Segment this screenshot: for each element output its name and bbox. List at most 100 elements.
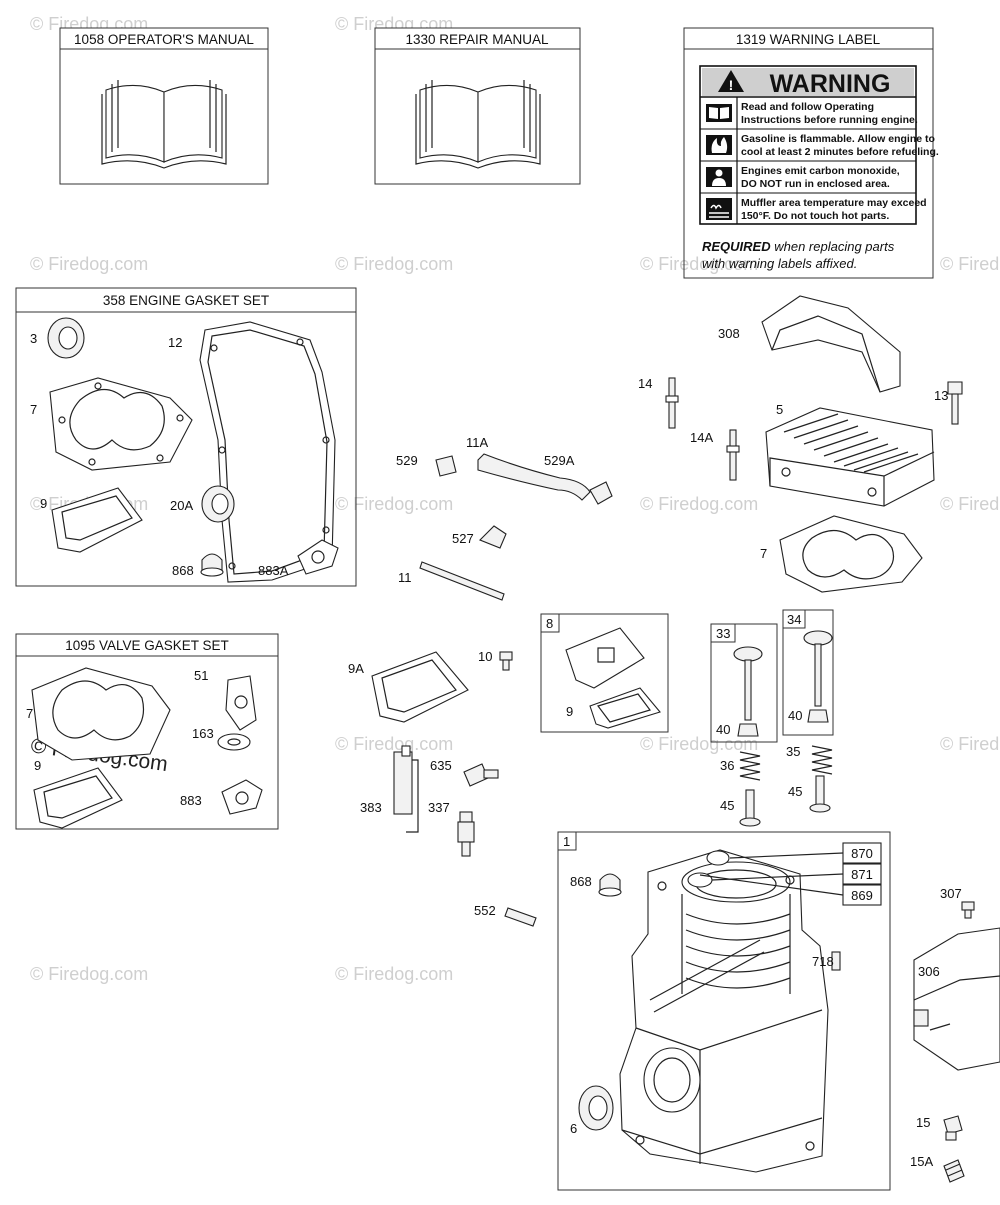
watermark: © Firedog.com bbox=[335, 494, 453, 514]
valve-seal-868 bbox=[200, 553, 224, 577]
head-bolt-13 bbox=[947, 381, 963, 425]
callout-7-head: 7 bbox=[760, 546, 767, 561]
cylinder-block bbox=[619, 849, 829, 1173]
watermark: © Firedog.com bbox=[640, 494, 758, 514]
callout-20a: 20A bbox=[170, 498, 193, 513]
callout-15: 15 bbox=[916, 1115, 930, 1130]
callout-1: 1 bbox=[563, 834, 570, 849]
callout-33: 33 bbox=[716, 626, 730, 641]
callout-306: 306 bbox=[918, 964, 940, 979]
gasket-163 bbox=[217, 733, 251, 751]
callout-45: 45 bbox=[720, 798, 734, 813]
callout-34: 34 bbox=[787, 612, 801, 627]
intake-gasket-51 bbox=[225, 675, 257, 731]
svg-text:DO NOT run in enclosed area.: DO NOT run in enclosed area. bbox=[741, 178, 890, 190]
svg-text:!: ! bbox=[729, 77, 734, 93]
crankcase-gasket bbox=[199, 321, 336, 583]
exhaust-valve-kit-33: 33 40 bbox=[710, 623, 778, 743]
valve-cover-gasket-9a bbox=[371, 651, 469, 723]
callout-11: 11 bbox=[398, 570, 412, 585]
svg-text:150°F. Do not touch hot parts: 150°F. Do not touch hot parts. bbox=[741, 210, 889, 222]
valve-spring-35 bbox=[811, 745, 833, 775]
cylinder-block-kit-1: 1 868 870 871 bbox=[557, 831, 891, 1191]
callout-308: 308 bbox=[718, 326, 740, 341]
callout-14a: 14A bbox=[690, 430, 713, 445]
spark-plug-boot-635 bbox=[463, 763, 499, 787]
callout-718: 718 bbox=[812, 954, 834, 969]
callout-9a: 9A bbox=[348, 661, 364, 676]
callout-3: 3 bbox=[30, 331, 37, 346]
watermark: © Firedog.com bbox=[30, 964, 148, 984]
plug-870 bbox=[706, 850, 730, 866]
watermark: © Firedog.com bbox=[640, 734, 758, 754]
callout-9-valve: 9 bbox=[34, 758, 41, 773]
callout-383: 383 bbox=[360, 800, 382, 815]
callout-6: 6 bbox=[570, 1121, 577, 1136]
oil-seal-20a bbox=[201, 485, 235, 523]
grommet-529 bbox=[435, 455, 457, 477]
tappet-45b bbox=[809, 775, 831, 813]
warning-heading: WARNING bbox=[770, 70, 891, 98]
watermark: © Firedog.com bbox=[940, 494, 1000, 514]
callout-10: 10 bbox=[478, 649, 492, 664]
callout-15a: 15A bbox=[910, 1154, 933, 1169]
callout-36: 36 bbox=[720, 758, 734, 773]
svg-text:Engines emit carbon monoxide,: Engines emit carbon monoxide, bbox=[741, 165, 900, 177]
valve-gasket-set-title: 1095 VALVE GASKET SET bbox=[65, 638, 229, 653]
callout-529: 529 bbox=[396, 453, 418, 468]
valve-seal-868-block bbox=[598, 873, 622, 897]
cylinder-head-shield-308 bbox=[761, 295, 901, 393]
book-icon bbox=[415, 80, 541, 169]
watermark: © Firedog.com bbox=[940, 254, 1000, 274]
spark-plug-337 bbox=[457, 811, 475, 857]
valve-spring-36 bbox=[739, 751, 761, 781]
dowel-pin-718 bbox=[831, 951, 841, 971]
oil-seal bbox=[47, 317, 85, 359]
manual-icon bbox=[706, 104, 732, 122]
callout-868: 868 bbox=[172, 563, 194, 578]
callout-14: 14 bbox=[638, 376, 652, 391]
watermark: © Firedog.com bbox=[335, 964, 453, 984]
book-icon bbox=[101, 80, 227, 169]
cylinder-head-5 bbox=[765, 407, 935, 507]
svg-text:cool at least 2 minutes before: cool at least 2 minutes before refueling… bbox=[741, 146, 939, 158]
callout-40: 40 bbox=[716, 722, 730, 737]
solenoid-383 bbox=[393, 745, 419, 833]
svg-text:Instructions before running en: Instructions before running engine. bbox=[741, 114, 918, 126]
callout-307: 307 bbox=[940, 886, 962, 901]
callout-527: 527 bbox=[452, 531, 474, 546]
cylinder-head-gasket-7 bbox=[779, 515, 923, 593]
watermark: © Firedog.com bbox=[640, 254, 758, 274]
callout-box-870: 870 bbox=[729, 842, 882, 864]
grommet-529a bbox=[589, 481, 613, 505]
callout-552: 552 bbox=[474, 903, 496, 918]
callout-869: 869 bbox=[851, 888, 873, 903]
screw-10 bbox=[499, 651, 513, 671]
flame-icon bbox=[706, 135, 732, 155]
svg-text:Gasoline is flammable. Allow e: Gasoline is flammable. Allow engine to bbox=[741, 133, 935, 145]
repair-manual-kit: 1330 REPAIR MANUAL bbox=[374, 27, 581, 185]
callout-7: 7 bbox=[30, 402, 37, 417]
cylinder-head-gasket bbox=[49, 377, 193, 471]
callout-51: 51 bbox=[194, 668, 208, 683]
drain-plug-15 bbox=[943, 1115, 963, 1141]
watermark: © Firedog.com bbox=[30, 254, 148, 274]
callout-8: 8 bbox=[546, 616, 553, 631]
warning-text: Read and follow Operating Instructions b… bbox=[741, 101, 939, 222]
callout-9: 9 bbox=[40, 496, 47, 511]
callout-11a: 11A bbox=[466, 435, 488, 450]
warning-label-title: 1319 WARNING LABEL bbox=[736, 32, 881, 47]
warning-triangle-icon bbox=[718, 70, 744, 92]
callout-40-intake: 40 bbox=[788, 708, 802, 723]
watermark: © Firedog.com bbox=[335, 734, 453, 754]
watermark: © Firedog.com bbox=[940, 734, 1000, 754]
required-note: REQUIRED when replacing parts bbox=[702, 239, 895, 254]
exhaust-fumes-icon bbox=[706, 167, 732, 187]
screw-307 bbox=[961, 901, 975, 919]
callout-9-cover: 9 bbox=[566, 704, 573, 719]
callout-box-869: 869 bbox=[699, 874, 882, 906]
valve-gasket-set-kit: 1095 VALVE GASKET SET 7 51 163 9 883 bbox=[15, 633, 279, 830]
callout-883: 883 bbox=[180, 793, 202, 808]
callout-box-871: 871 bbox=[711, 863, 882, 885]
